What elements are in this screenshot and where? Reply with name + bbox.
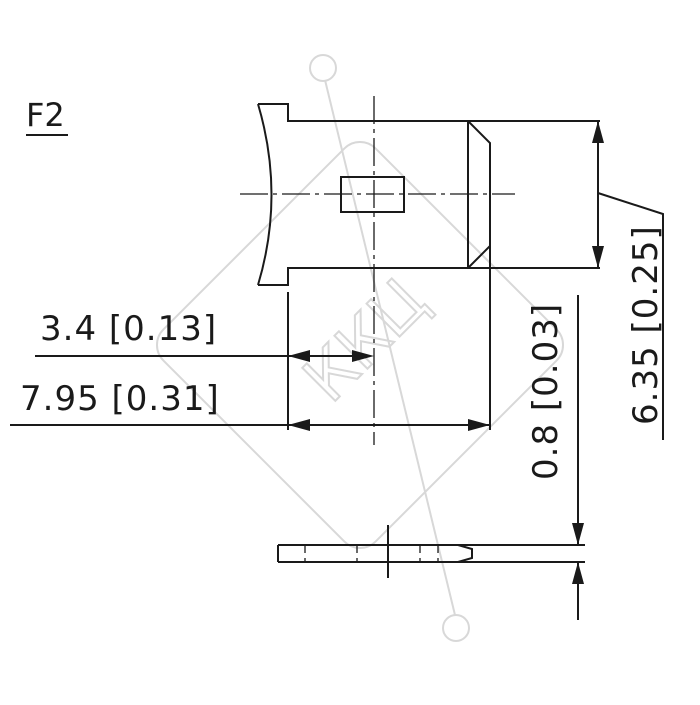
thickness-dimension-text: 0.8 [0.03] — [526, 303, 566, 480]
arrow-left-end — [288, 419, 310, 431]
arrow-up — [592, 121, 604, 143]
tab-chamfer — [467, 120, 491, 269]
tab-length-dimension-text: 7.95 [0.31] — [20, 379, 220, 419]
arrow-down-to-top — [572, 523, 584, 545]
arrow-left-to-center — [352, 350, 374, 362]
thickness-dimension: 0.8 [0.03] — [526, 295, 584, 620]
tab-top-view — [240, 96, 600, 445]
watermark-circle-top — [309, 54, 337, 82]
height-leader-line — [597, 192, 664, 440]
watermark-circle-bottom — [442, 614, 470, 642]
tab-break-line — [257, 103, 273, 286]
tab-width-dimension-text: 3.4 [0.13] — [40, 309, 217, 349]
watermark-line — [324, 79, 456, 616]
figure-label: F2 — [26, 96, 65, 134]
height-dimension-text: 6.35 [0.25] — [626, 225, 666, 425]
arrow-right-end — [468, 419, 490, 431]
watermark-text: ККЦ — [290, 265, 442, 417]
side-view-chamfer — [457, 544, 473, 563]
arrow-down — [592, 246, 604, 268]
tab-length-dimension: 7.95 [0.31] — [10, 246, 491, 431]
height-dimension: 6.35 [0.25] — [592, 121, 666, 440]
tab-width-dimension: 3.4 [0.13] — [35, 292, 374, 430]
arrow-right-to-edge — [288, 350, 310, 362]
watermark-frame — [155, 140, 565, 550]
tab-side-view — [277, 525, 585, 578]
arrow-up-to-bottom — [572, 562, 584, 584]
